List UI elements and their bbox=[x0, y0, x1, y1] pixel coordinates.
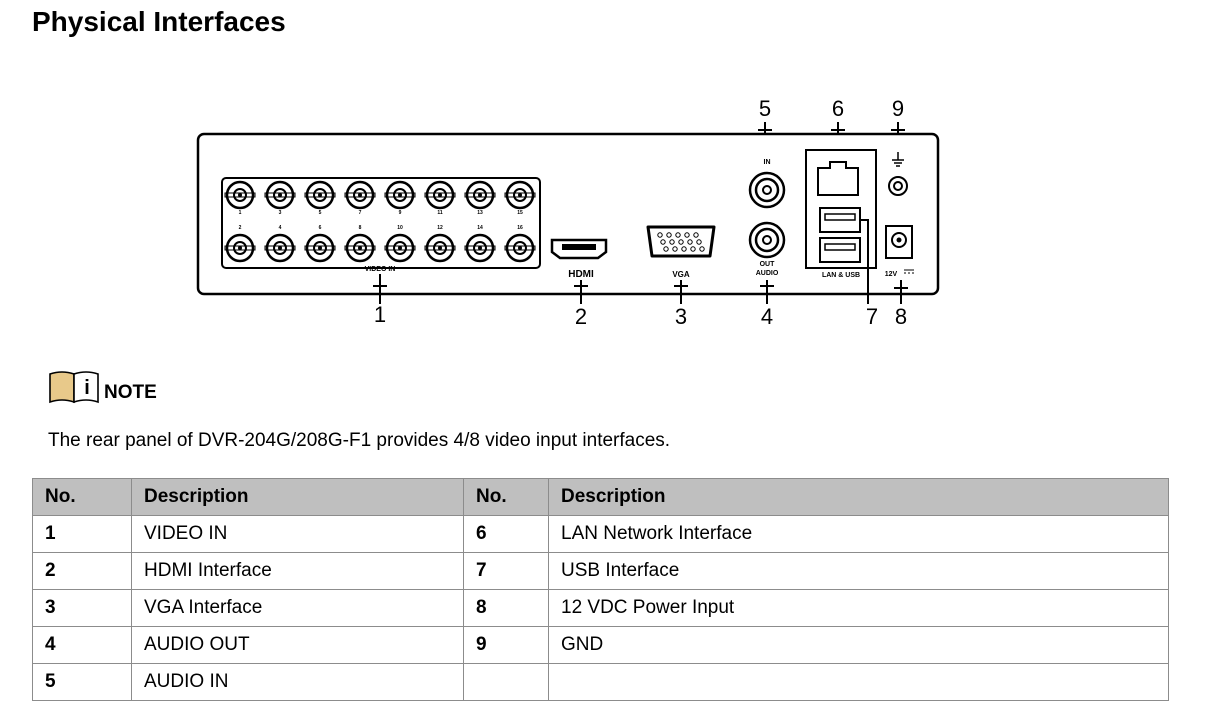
bnc-number: 2 bbox=[239, 225, 242, 231]
vga-pin bbox=[672, 246, 678, 252]
row-number: 8 bbox=[463, 589, 549, 627]
lan-usb-label: LAN & USB bbox=[822, 272, 860, 279]
vga-pin bbox=[669, 239, 675, 245]
note-text: The rear panel of DVR-204G/208G-F1 provi… bbox=[48, 430, 671, 451]
bnc-number: 6 bbox=[319, 225, 322, 231]
audio-out-label: OUT bbox=[760, 261, 776, 268]
row-number: 6 bbox=[463, 515, 549, 553]
row-description: VGA Interface bbox=[131, 589, 464, 627]
col-header-description: Description bbox=[131, 478, 464, 516]
vga-pin bbox=[687, 239, 693, 245]
vga-pin bbox=[699, 246, 705, 252]
row-description bbox=[548, 663, 1169, 701]
callout-6: 6 bbox=[832, 96, 844, 121]
row-description: USB Interface bbox=[548, 552, 1169, 590]
bnc-number: 14 bbox=[477, 225, 483, 231]
callout-4: 4 bbox=[761, 304, 773, 329]
row-description: 12 VDC Power Input bbox=[548, 589, 1169, 627]
bnc-number: 16 bbox=[517, 225, 523, 231]
table-row: 1 VIDEO IN 6 LAN Network Interface bbox=[32, 515, 1169, 553]
lan-port bbox=[817, 161, 859, 196]
col-header-description: Description bbox=[548, 478, 1169, 516]
vga-pin bbox=[660, 239, 666, 245]
bnc-number: 13 bbox=[477, 210, 483, 216]
callout-3: 3 bbox=[675, 304, 687, 329]
col-header-no: No. bbox=[32, 478, 132, 516]
vga-pin bbox=[675, 232, 681, 238]
table-row: 2 HDMI Interface 7 USB Interface bbox=[32, 552, 1169, 590]
table-row: 3 VGA Interface 8 12 VDC Power Input bbox=[32, 589, 1169, 627]
table-row: 4 AUDIO OUT 9 GND bbox=[32, 626, 1169, 664]
vga-pin bbox=[690, 246, 696, 252]
note-header: i NOTE bbox=[48, 368, 157, 404]
table-header-row: No. Description No. Description bbox=[32, 478, 1169, 516]
row-description: HDMI Interface bbox=[131, 552, 464, 590]
vga-pin bbox=[666, 232, 672, 238]
bnc-number: 9 bbox=[399, 210, 402, 216]
callout-2: 2 bbox=[575, 304, 587, 329]
vga-pin bbox=[678, 239, 684, 245]
callout-7: 7 bbox=[866, 304, 878, 329]
bnc-number: 15 bbox=[517, 210, 523, 216]
vga-pin bbox=[696, 239, 702, 245]
col-header-no: No. bbox=[463, 478, 549, 516]
row-number: 1 bbox=[32, 515, 132, 553]
note-label: NOTE bbox=[104, 382, 157, 403]
bnc-number: 12 bbox=[437, 225, 443, 231]
bnc-number: 5 bbox=[319, 210, 322, 216]
row-number: 4 bbox=[32, 626, 132, 664]
ground-symbol bbox=[892, 152, 904, 167]
callout-1: 1 bbox=[374, 302, 386, 327]
interfaces-table: No. Description No. Description 1 VIDEO … bbox=[32, 478, 1169, 701]
bnc-number: 8 bbox=[359, 225, 362, 231]
row-description: AUDIO OUT bbox=[131, 626, 464, 664]
row-description: AUDIO IN bbox=[131, 663, 464, 701]
callout-5: 5 bbox=[759, 96, 771, 121]
row-number: 5 bbox=[32, 663, 132, 701]
row-description: GND bbox=[548, 626, 1169, 664]
callout-9: 9 bbox=[892, 96, 904, 121]
row-description: LAN Network Interface bbox=[548, 515, 1169, 553]
info-book-icon: i bbox=[49, 371, 99, 404]
bnc-number: 1 bbox=[239, 210, 242, 216]
callout-8: 8 bbox=[895, 304, 907, 329]
page-title: Physical Interfaces bbox=[32, 6, 286, 37]
audio-in-label: IN bbox=[764, 159, 771, 166]
row-number: 9 bbox=[463, 626, 549, 664]
svg-text:i: i bbox=[84, 377, 90, 399]
video-in-label: VIDEO IN bbox=[365, 266, 396, 273]
bnc-number: 11 bbox=[437, 210, 443, 216]
bnc-number: 3 bbox=[279, 210, 282, 216]
vga-label: VGA bbox=[672, 270, 690, 279]
vga-pin bbox=[657, 232, 663, 238]
video-in-block bbox=[221, 177, 541, 269]
power-label: 12V bbox=[885, 271, 898, 278]
audio-label: AUDIO bbox=[756, 270, 779, 277]
table-row: 5 AUDIO IN bbox=[32, 663, 1169, 701]
row-number: 3 bbox=[32, 589, 132, 627]
bnc-number: 7 bbox=[359, 210, 362, 216]
power-port bbox=[885, 225, 913, 259]
hdmi-label: HDMI bbox=[568, 269, 594, 280]
row-number: 7 bbox=[463, 552, 549, 590]
bnc-number: 4 bbox=[279, 225, 282, 231]
row-number bbox=[463, 663, 549, 701]
vga-pin bbox=[663, 246, 669, 252]
row-description: VIDEO IN bbox=[131, 515, 464, 553]
vga-pin bbox=[681, 246, 687, 252]
vga-pin bbox=[684, 232, 690, 238]
vga-pin bbox=[693, 232, 699, 238]
bnc-number: 10 bbox=[397, 225, 403, 231]
row-number: 2 bbox=[32, 552, 132, 590]
